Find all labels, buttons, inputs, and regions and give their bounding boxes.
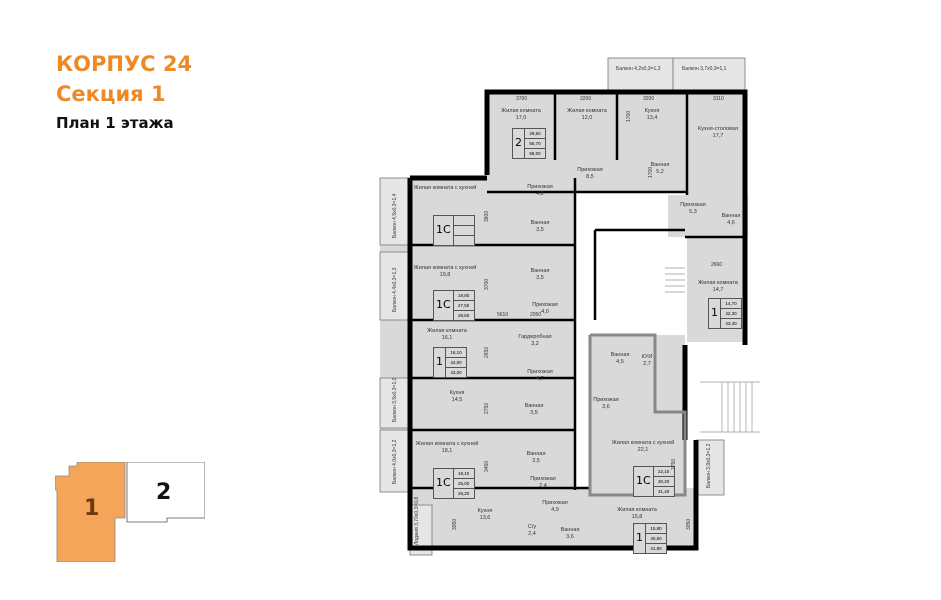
- dimension-label: 2050: [530, 312, 542, 318]
- floor-plan-title: План 1 этажа: [56, 114, 174, 132]
- building-title: КОРПУС 24: [56, 52, 193, 76]
- dimension-label: 3200: [643, 96, 655, 102]
- dimension-label: 3700: [484, 278, 490, 290]
- section-title: Секция 1: [56, 82, 166, 106]
- dimension-label: 3050: [686, 518, 692, 530]
- balcony-label: Балкон 3,9x0,3=1,2: [706, 443, 712, 488]
- balcony-label: Балкон 4,5x0,3=1,4: [392, 193, 398, 238]
- dimension-label: 2750: [484, 402, 490, 414]
- room-label: Жилая комната с кухней: [413, 185, 477, 191]
- key-plan-shape: [54, 461, 206, 563]
- balcony-label: Балкон 4,2x0,3=1,3: [616, 66, 661, 72]
- section-2-label[interactable]: 2: [156, 480, 172, 505]
- balcony-label: Балкон 4,0x0,3=1,2: [392, 439, 398, 484]
- dimension-label: 1700: [648, 166, 654, 178]
- balcony-label: Балкон 4,4x0,3=1,3: [392, 267, 398, 312]
- dimension-label: 2660: [711, 262, 723, 268]
- balcony-label: Балкон 3,7x0,3=1,1: [682, 66, 727, 72]
- section-1-shape[interactable]: [54, 461, 126, 563]
- dimension-label: 1700: [626, 110, 632, 122]
- dimension-label: 5610: [497, 312, 509, 318]
- dimension-label: 3050: [452, 518, 458, 530]
- dimension-label: 3750: [671, 458, 677, 470]
- section-key-plan: 1 2: [54, 461, 206, 563]
- balcony-label: Лоджия 3,70x0,3=0,8: [414, 496, 420, 545]
- dimension-label: 3200: [580, 96, 592, 102]
- balcony-label: Балкон 3,5x0,3=1,0: [392, 377, 398, 422]
- dimension-label: 2650: [484, 346, 490, 358]
- dimension-label: 3450: [484, 460, 490, 472]
- apartment-badge[interactable]: 1С: [433, 215, 475, 246]
- section-1-label[interactable]: 1: [84, 496, 100, 521]
- dimension-label: 3700: [516, 96, 528, 102]
- dimension-label: 3800: [484, 210, 490, 222]
- dimension-label: 3110: [713, 96, 724, 102]
